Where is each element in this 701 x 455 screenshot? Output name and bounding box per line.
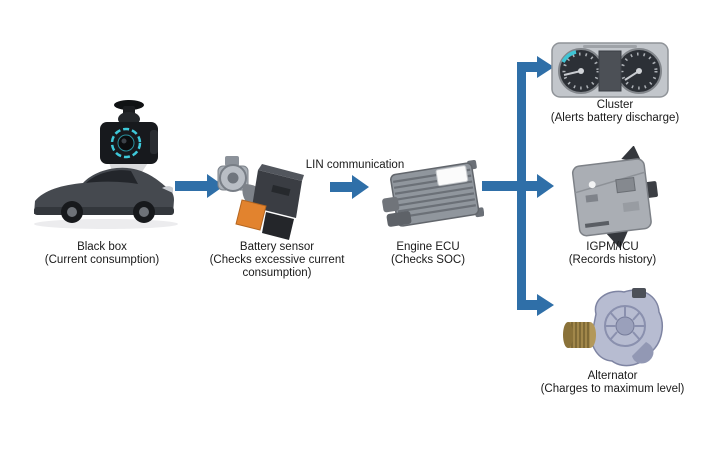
label-alternator: Alternator (Charges to maximum level)	[520, 370, 701, 396]
node-subtitle: (Checks excessive current consumption)	[209, 254, 345, 279]
dashcam-icon	[100, 100, 158, 164]
node-subtitle: (Records history)	[568, 254, 657, 266]
engine-ecu-icon	[382, 159, 484, 227]
alternator-image	[563, 288, 663, 367]
branch-bottom-segment	[517, 300, 538, 310]
node-subtitle: (Charges to maximum level)	[540, 383, 685, 395]
branch-trunk-line	[517, 62, 526, 310]
black-box-image	[34, 100, 178, 229]
arrow-to-cluster-icon	[537, 56, 554, 78]
label-engine-ecu: Engine ECU (Checks SOC)	[368, 241, 488, 267]
node-subtitle: (Alerts battery discharge)	[550, 112, 680, 124]
arrow-sensor-to-ecu-icon	[330, 175, 369, 199]
node-title: Battery sensor	[239, 241, 315, 253]
label-igpm-icu: IGPM/ICU (Records history)	[540, 241, 685, 267]
node-title: Black box	[77, 241, 127, 253]
car-icon	[34, 167, 178, 229]
arrow-to-alternator-icon	[537, 294, 554, 316]
node-subtitle: (Current consumption)	[44, 254, 160, 266]
igpm-icu-image	[571, 146, 658, 249]
engine-ecu-image	[382, 159, 484, 227]
lin-communication-label: LIN communication	[305, 159, 405, 171]
label-battery-sensor: Battery sensor (Checks excessive current…	[192, 241, 362, 280]
label-cluster: Cluster (Alerts battery discharge)	[530, 99, 700, 125]
branch-top-segment	[517, 62, 538, 72]
alternator-icon	[563, 288, 663, 367]
node-title: Engine ECU	[396, 241, 460, 253]
label-black-box: Black box (Current consumption)	[17, 241, 187, 267]
node-title: Alternator	[587, 370, 638, 382]
igpm-icu-icon	[571, 146, 658, 249]
battery-sensor-icon	[217, 156, 304, 240]
node-title: Cluster	[596, 99, 634, 111]
node-subtitle: (Checks SOC)	[390, 254, 466, 266]
battery-sensor-image	[217, 156, 304, 240]
instrument-cluster-icon	[551, 42, 669, 98]
arrow-blackbox-to-sensor-icon	[175, 174, 224, 198]
cluster-image	[551, 42, 669, 98]
node-title: IGPM/ICU	[586, 241, 639, 253]
